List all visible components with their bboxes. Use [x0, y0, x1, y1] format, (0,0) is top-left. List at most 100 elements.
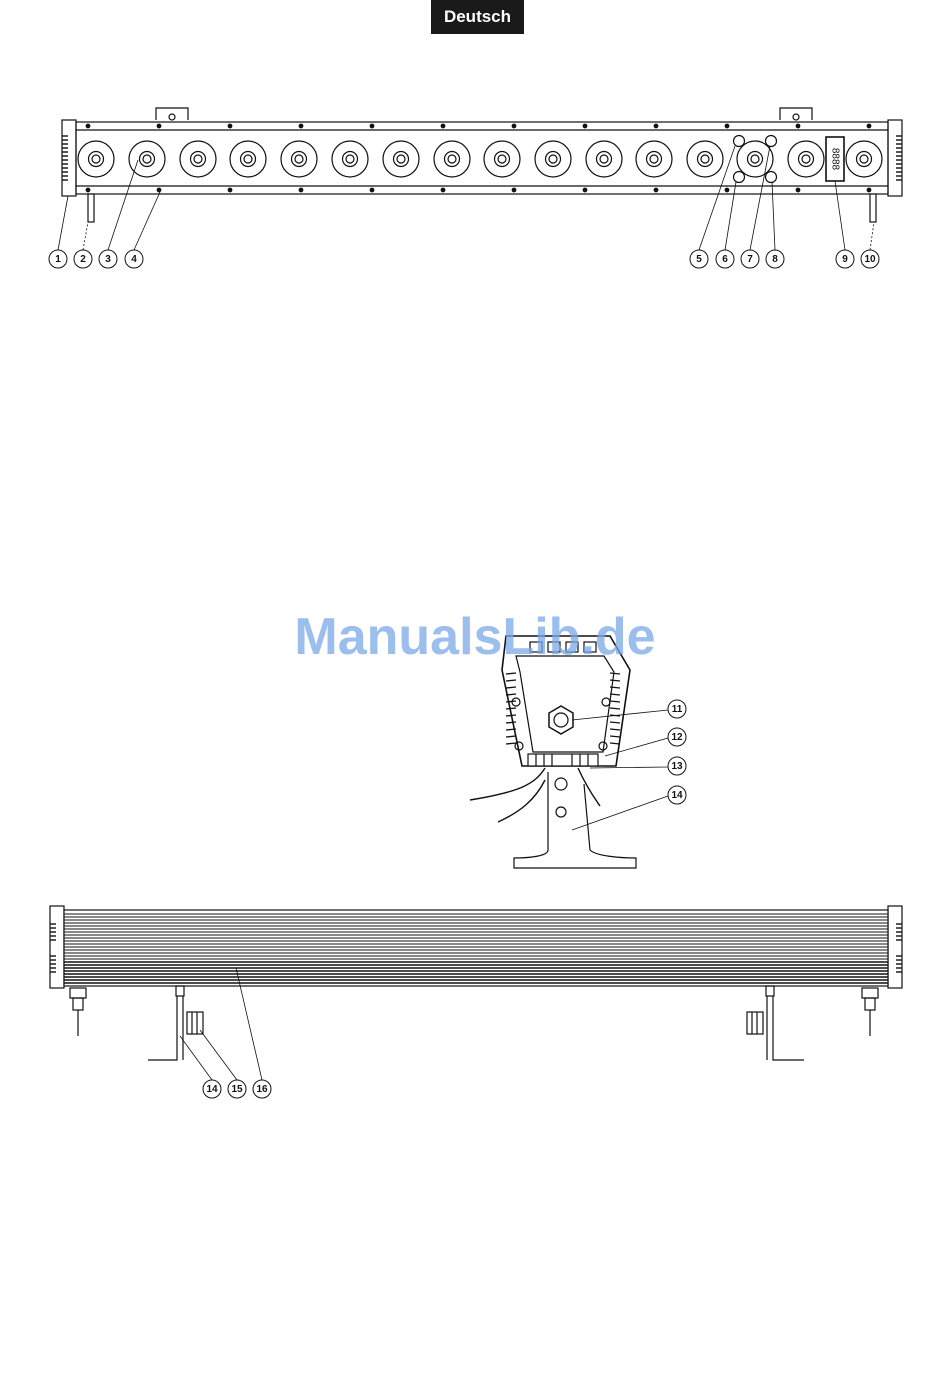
led-lens-core: [397, 155, 405, 163]
led-lens-inner: [89, 152, 104, 167]
led-lens-core: [751, 155, 759, 163]
led-lens: [535, 141, 571, 177]
screw: [441, 188, 445, 192]
led-lens-inner: [343, 152, 358, 167]
callout-number: 14: [671, 790, 683, 801]
callouts-rear: 14 15 16: [203, 1080, 271, 1098]
callout-number: 3: [105, 254, 111, 265]
screw: [86, 188, 90, 192]
callout-number: 2: [80, 254, 86, 265]
led-lens-inner: [495, 152, 510, 167]
screw: [583, 188, 587, 192]
led-lens: [484, 141, 520, 177]
led-lens: [230, 141, 266, 177]
led-lens-core: [346, 155, 354, 163]
screw: [299, 124, 303, 128]
led-lens: [332, 141, 368, 177]
led-lens: [434, 141, 470, 177]
led-lens-core: [92, 155, 100, 163]
led-lens: [586, 141, 622, 177]
callouts-side: 11 12 13 14: [668, 700, 686, 804]
led-lens-core: [549, 155, 557, 163]
led-lens-core: [143, 155, 151, 163]
rear-view: [50, 906, 902, 1080]
screw: [796, 188, 800, 192]
led-lens: [383, 141, 419, 177]
side-view: [470, 636, 668, 868]
screw: [725, 124, 729, 128]
callout-number: 7: [747, 254, 753, 265]
side-fin: [506, 736, 516, 737]
led-lens-inner: [597, 152, 612, 167]
screw: [725, 188, 729, 192]
screw: [796, 124, 800, 128]
callouts-front: 1 2 3 4 5 6 7 8 9 10: [49, 250, 879, 268]
led-lens: [846, 141, 882, 177]
led-lens: [180, 141, 216, 177]
screw: [370, 124, 374, 128]
left-gland: [70, 988, 86, 1036]
screw: [583, 124, 587, 128]
callout-number: 5: [696, 254, 702, 265]
led-lens-core: [498, 155, 506, 163]
right-bracket: [747, 986, 804, 1060]
callout-number: 11: [672, 704, 683, 715]
screw: [867, 124, 871, 128]
led-lens-core: [600, 155, 608, 163]
led-lens-core: [860, 155, 868, 163]
led-lens-core: [650, 155, 658, 163]
led-lens-core: [802, 155, 810, 163]
screw: [441, 124, 445, 128]
screw: [654, 124, 658, 128]
led-lens-inner: [292, 152, 307, 167]
led-lens-core: [194, 155, 202, 163]
screw: [370, 188, 374, 192]
screw: [157, 188, 161, 192]
sensor-group: [734, 136, 777, 183]
callout-number: 4: [131, 254, 137, 265]
screw: [867, 188, 871, 192]
led-lens-inner: [241, 152, 256, 167]
callout-number: 13: [671, 761, 683, 772]
led-lens-inner: [140, 152, 155, 167]
callout-number: 16: [256, 1084, 268, 1095]
led-lens-core: [244, 155, 252, 163]
callout-number: 15: [231, 1084, 243, 1095]
callout-number: 12: [671, 732, 683, 743]
callout-number: 14: [206, 1084, 218, 1095]
led-lens-core: [295, 155, 303, 163]
led-lens-row: [78, 141, 882, 177]
led-lens-inner: [647, 152, 662, 167]
screw: [512, 124, 516, 128]
led-lens-inner: [191, 152, 206, 167]
front-view: 8888: [58, 108, 902, 250]
led-lens-inner: [394, 152, 409, 167]
display-digits: 8888: [829, 148, 840, 171]
led-lens-inner: [445, 152, 460, 167]
callout-number: 1: [55, 254, 61, 265]
led-lens-inner: [748, 152, 763, 167]
right-gland: [862, 988, 878, 1036]
led-lens-core: [448, 155, 456, 163]
callout-number: 6: [722, 254, 728, 265]
led-lens: [636, 141, 672, 177]
led-lens-core: [701, 155, 709, 163]
callout-number: 9: [842, 254, 848, 265]
screw: [228, 124, 232, 128]
led-lens: [687, 141, 723, 177]
screw: [86, 124, 90, 128]
side-fin: [506, 743, 516, 744]
callout-number: 10: [864, 254, 876, 265]
screw: [654, 188, 658, 192]
screw: [228, 188, 232, 192]
led-lens: [78, 141, 114, 177]
led-lens-inner: [546, 152, 561, 167]
led-lens-inner: [857, 152, 872, 167]
housing-screws: [86, 124, 871, 192]
screw: [157, 124, 161, 128]
led-lens-inner: [799, 152, 814, 167]
callout-number: 8: [772, 254, 778, 265]
screw: [299, 188, 303, 192]
led-lens: [788, 141, 824, 177]
